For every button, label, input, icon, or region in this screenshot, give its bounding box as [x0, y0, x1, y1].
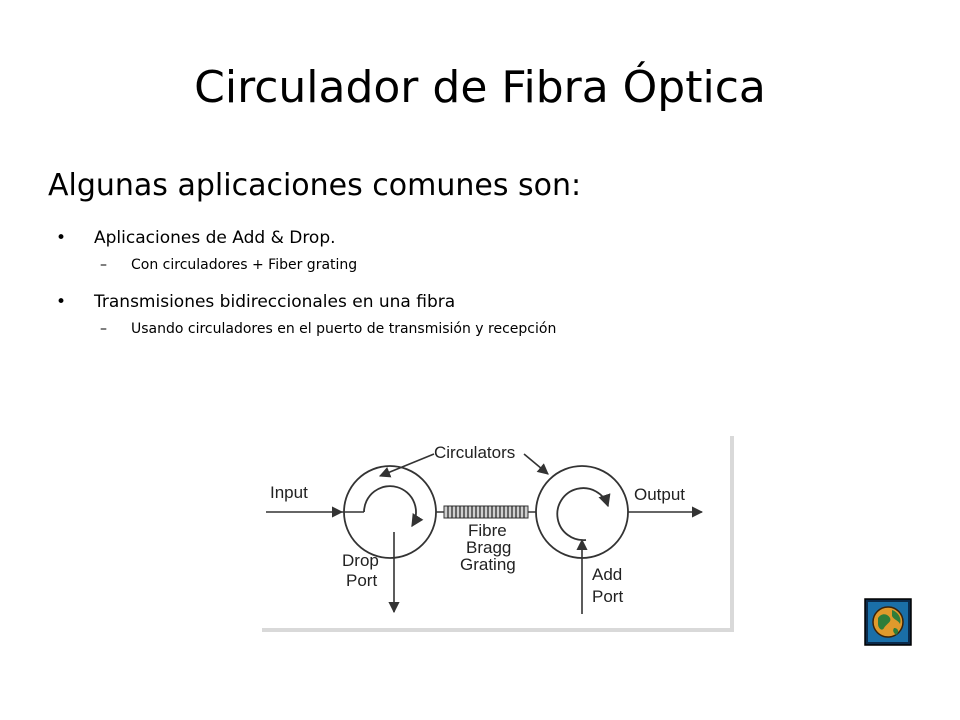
bullet-glyph: • [56, 228, 67, 248]
fibre-label-1: Fibre [468, 521, 507, 540]
sub-bullet-glyph: – [100, 257, 107, 273]
drop-port-label-1: Drop [342, 551, 379, 570]
bullet-group-2: • Transmisiones bidireccionales en una f… [56, 290, 916, 340]
bullet-group-1: • Aplicaciones de Add & Drop. – Con circ… [56, 226, 916, 276]
drop-port-label-2: Port [346, 571, 377, 590]
globe-icon[interactable] [864, 598, 912, 646]
fibre-label-3: Grating [460, 555, 516, 574]
bullet-item: • Transmisiones bidireccionales en una f… [56, 290, 916, 314]
fibre-label-2: Bragg [466, 538, 511, 557]
add-port-label-2: Port [592, 587, 623, 606]
circulators-pointer-left [378, 453, 435, 478]
input-label: Input [270, 483, 308, 502]
sub-bullet-glyph: – [100, 321, 107, 337]
output-label: Output [634, 485, 685, 504]
slide-subtitle: Algunas aplicaciones comunes son: [48, 168, 582, 203]
sub-bullet-text: Usando circuladores en el puerto de tran… [131, 321, 557, 337]
circulators-pointer-right [523, 453, 549, 475]
sub-bullet-item: – Usando circuladores en el puerto de tr… [56, 318, 916, 340]
circulators-label: Circulators [434, 443, 515, 462]
bullet-text: Transmisiones bidireccionales en una fib… [94, 292, 456, 312]
add-drop-diagram: Circulators Input Output Drop Port Fibre… [262, 436, 734, 632]
right-circulator-rotation [556, 487, 611, 541]
bragg-grating [443, 505, 529, 519]
left-circulator-rotation [363, 485, 424, 528]
add-port-label-1: Add [592, 565, 622, 584]
diagram-svg: Circulators Input Output Drop Port Fibre… [266, 443, 704, 614]
slide-title: Circulador de Fibra Óptica [194, 62, 766, 113]
sub-bullet-item: – Con circuladores + Fiber grating [56, 254, 916, 276]
bullet-text: Aplicaciones de Add & Drop. [94, 228, 336, 248]
bullet-glyph: • [56, 292, 67, 312]
bullet-list: • Aplicaciones de Add & Drop. – Con circ… [56, 226, 916, 340]
bullet-item: • Aplicaciones de Add & Drop. [56, 226, 916, 250]
sub-bullet-text: Con circuladores + Fiber grating [131, 257, 358, 273]
